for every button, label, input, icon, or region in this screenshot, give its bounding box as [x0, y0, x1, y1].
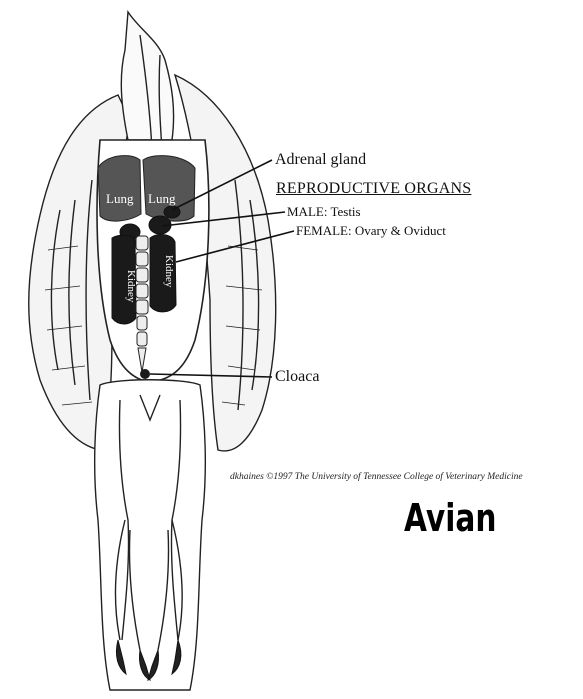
neck — [121, 12, 173, 150]
cloaca-label: Cloaca — [275, 368, 319, 386]
kidney-label-left: Kidney — [125, 270, 137, 303]
male-testis-label: MALE: Testis — [287, 204, 361, 220]
female-ovary-label: FEMALE: Ovary & Oviduct — [296, 223, 446, 239]
lung-label-right: Lung — [148, 191, 176, 206]
kidney-label-right: Kidney — [163, 255, 175, 288]
adrenal-gland-label: Adrenal gland — [275, 151, 366, 169]
cloaca-vent — [140, 369, 150, 379]
lung-label-left: Lung — [106, 191, 134, 206]
legs — [95, 380, 206, 690]
diagram-title: Avian — [404, 496, 496, 540]
reproductive-organs-heading: REPRODUCTIVE ORGANS — [276, 180, 471, 198]
copyright-credit: dkhaines ©1997 The University of Tenness… — [230, 472, 523, 482]
